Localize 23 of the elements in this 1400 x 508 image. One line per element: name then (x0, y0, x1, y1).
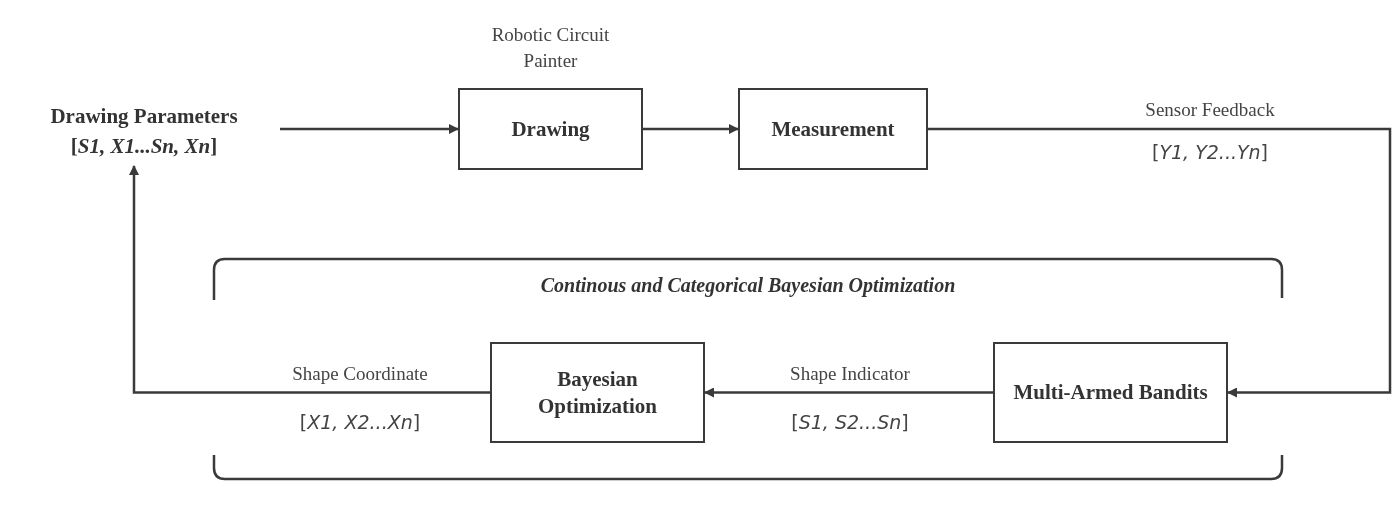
caption-text: Robotic Circuit Painter (490, 22, 611, 73)
box-label: Bayesian Optimization (537, 366, 658, 419)
edge-label: Sensor Feedback (1144, 98, 1276, 122)
process-box (490, 342, 705, 443)
group-frame (213, 258, 1283, 480)
vector-label: [Y1, Y2...Yn] (1150, 140, 1270, 165)
vector-label: [S1, S2...Sn] (790, 410, 910, 435)
arrow (704, 387, 993, 398)
box-label: Measurement (770, 115, 896, 143)
edge-label: Shape Indicator (789, 362, 911, 386)
arrow (928, 127, 1392, 398)
parameter-text: [S1, X1...Sn, Xn] (70, 133, 218, 160)
vector-label: [X1, X2...Xn] (298, 410, 422, 435)
arrow (129, 165, 490, 394)
parameter-text: Drawing Parameters (50, 102, 238, 129)
arrow (643, 124, 739, 134)
box-label: Multi-Armed Bandits (1012, 379, 1209, 406)
process-box (738, 88, 928, 170)
arrow (280, 124, 459, 134)
edge-label: Shape Coordinate (291, 362, 429, 386)
box-label: Drawing (510, 115, 591, 143)
process-box (993, 342, 1228, 443)
group-title: Continous and Categorical Bayesian Optimization (539, 273, 957, 299)
